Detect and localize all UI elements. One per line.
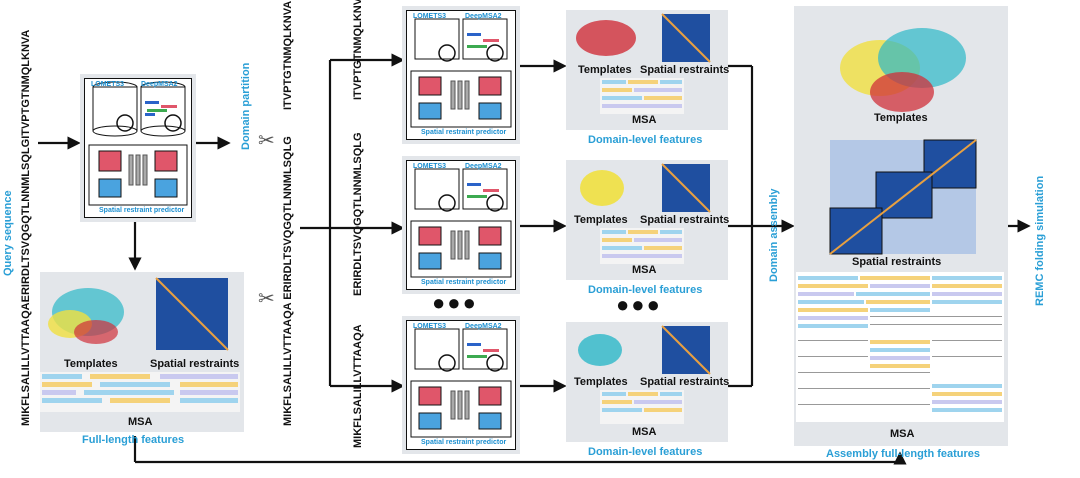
scissors-icon: ✂ xyxy=(258,130,275,152)
assembly-restraints-label: Spatial restraints xyxy=(852,256,942,268)
restraints-label-1: Spatial restraints xyxy=(640,64,730,76)
scissors-icon-2: ✂ xyxy=(258,288,275,310)
domain-level-features-label-2: Domain-level features xyxy=(588,284,703,296)
domain-predictor-box-3: LOMETS3 DeepMSA2 Spatial restraint predi… xyxy=(406,320,516,450)
deepmsa-label-2: DeepMSA2 xyxy=(465,163,502,170)
predictor-box-main: LOMETS3 DeepMSA2 Spatial restraint predi… xyxy=(84,78,192,218)
domain-features-panel-3: Templates Spatial restraints MSA xyxy=(566,322,730,442)
domain-assembly-label: Domain assembly xyxy=(768,188,780,282)
lomets-label-2: LOMETS3 xyxy=(413,163,447,170)
partition-seq-bottom: MIKFLSALILLVTTAAQA ERIRDLTSVQGQTLNNMLSQL… xyxy=(282,136,294,426)
lomets-label: LOMETS3 xyxy=(91,81,125,88)
deepmsa-label-3: DeepMSA2 xyxy=(465,323,502,330)
predictor-label: Spatial restraint predictor xyxy=(99,207,185,214)
domain-partition-label: Domain partition xyxy=(240,62,252,150)
deepmsa-label-1: DeepMSA2 xyxy=(465,13,502,20)
domain-features-panel-2: Templates Spatial restraints MSA xyxy=(566,160,730,280)
full-length-features-label: Full-length features xyxy=(82,434,185,446)
partition-seq-top: ITVPTGTNMQLKNVA xyxy=(282,0,294,110)
ellipsis-predictors: ●●● xyxy=(432,290,478,315)
assembly-features-label: Assembly full-length features xyxy=(826,448,981,460)
domain-predictor-graphic-3 xyxy=(410,328,512,438)
assembly-graphic xyxy=(796,28,1004,422)
templates-label-3: Templates xyxy=(574,376,628,388)
domain-level-features-label-1: Domain-level features xyxy=(588,134,703,146)
domain2-sequence: ERIRDLTSVQGQTLNNMLSQLG xyxy=(352,132,364,296)
deepmsa-label: DeepMSA2 xyxy=(141,81,178,88)
ellipsis-features: ●●● xyxy=(616,292,662,317)
restraints-label-2: Spatial restraints xyxy=(640,214,730,226)
query-sequence-text: MIKFLSALILLVTTAAQAERIRDLTSVQGQTLNNMLSQLG… xyxy=(20,29,32,426)
msa-label-2: MSA xyxy=(632,264,657,276)
assembly-templates-label: Templates xyxy=(874,112,928,124)
full-msa-label: MSA xyxy=(128,416,153,428)
full-length-graphic xyxy=(40,277,240,412)
templates-label-1: Templates xyxy=(578,64,632,76)
msa-label-1: MSA xyxy=(632,114,657,126)
domain-level-features-label-3: Domain-level features xyxy=(588,446,703,458)
query-sequence-label: Query sequence xyxy=(2,190,14,276)
lomets-label-3: LOMETS3 xyxy=(413,323,447,330)
lomets-label-1: LOMETS3 xyxy=(413,13,447,20)
assembly-panel: Templates Spatial restraints MSA xyxy=(794,6,1008,446)
domain-features-panel-1: Templates Spatial restraints MSA xyxy=(566,10,730,130)
domain3-sequence: MIKFLSALILLVTTAAQA xyxy=(352,324,364,448)
domain-features-graphic-1 xyxy=(576,13,711,114)
domain1-sequence: ITVPTGTNMQLKNVA xyxy=(352,0,364,100)
remc-label: REMC folding simulation xyxy=(1034,175,1046,306)
domain-features-graphic-3 xyxy=(578,325,711,424)
domain-features-graphic-2 xyxy=(580,163,711,264)
msa-label-3: MSA xyxy=(632,426,657,438)
full-length-features-panel: Templates Spatial restraints MSA xyxy=(40,272,244,432)
assembly-msa-label: MSA xyxy=(890,428,915,440)
domain-predictor-graphic-1 xyxy=(410,18,512,128)
predictor-graphic xyxy=(88,81,188,206)
domain-predictor-box-1: LOMETS3 DeepMSA2 Spatial restraint predi… xyxy=(406,10,516,140)
templates-label-2: Templates xyxy=(574,214,628,226)
predictor-label-2: Spatial restraint predictor xyxy=(421,279,507,286)
domain-predictor-box-2: LOMETS3 DeepMSA2 Spatial restraint predi… xyxy=(406,160,516,290)
predictor-label-1: Spatial restraint predictor xyxy=(421,129,507,136)
full-templates-label: Templates xyxy=(64,358,118,370)
domain-predictor-graphic-2 xyxy=(410,168,512,278)
full-restraints-label: Spatial restraints xyxy=(150,358,240,370)
predictor-label-3: Spatial restraint predictor xyxy=(421,439,507,446)
restraints-label-3: Spatial restraints xyxy=(640,376,730,388)
